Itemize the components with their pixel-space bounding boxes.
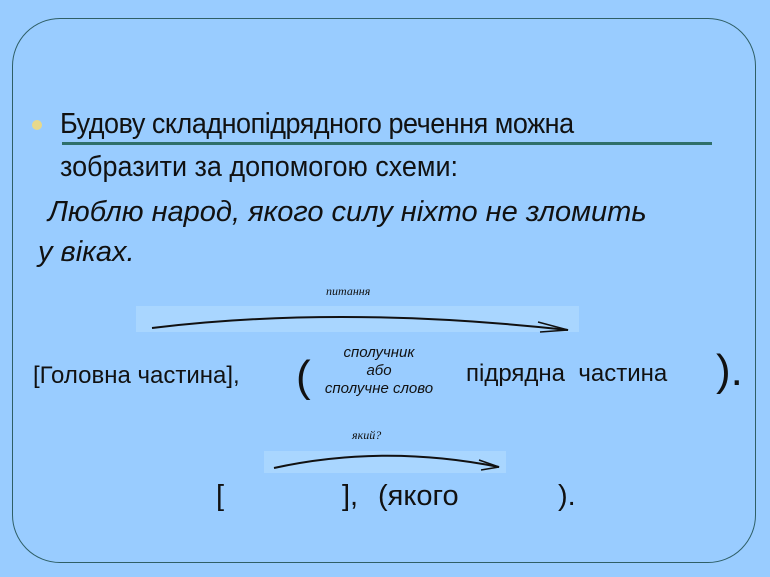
option-conjunction: сполучник: [343, 344, 415, 361]
close-paren: ).: [716, 346, 743, 395]
arrow-icon: [151, 315, 569, 333]
bullet-icon: [32, 120, 42, 130]
question-label: питання: [326, 284, 371, 298]
open-paren: (: [296, 352, 311, 401]
example-line2: у віках.: [38, 236, 135, 268]
arrow-band: [136, 306, 579, 332]
example-subordinate: (якого: [378, 480, 459, 512]
example-arrow-band: [264, 451, 506, 473]
example-close: ).: [558, 480, 576, 512]
underline: [62, 142, 712, 145]
example-arrow-icon: [273, 454, 500, 471]
main-clause: [Головна частина],: [33, 362, 240, 389]
example-line1: Люблю народ, якого силу ніхто не зломить: [48, 196, 647, 228]
slide-frame: [12, 18, 756, 563]
example-bracket-open: [: [216, 480, 225, 512]
conjunction-options: сполучник або сполучне слово: [314, 344, 444, 398]
option-or: або: [366, 362, 392, 379]
option-conjunctive-word: сполучне слово: [324, 380, 434, 397]
example-bracket-close: ],: [342, 480, 359, 512]
bullet-text-line1: Будову складнопідрядного речення можна: [60, 108, 574, 140]
bullet-text-line2: зобразити за допомогою схеми:: [60, 151, 459, 183]
subordinate-clause: підрядна частина: [466, 360, 668, 387]
example-question-label: який?: [352, 428, 382, 442]
